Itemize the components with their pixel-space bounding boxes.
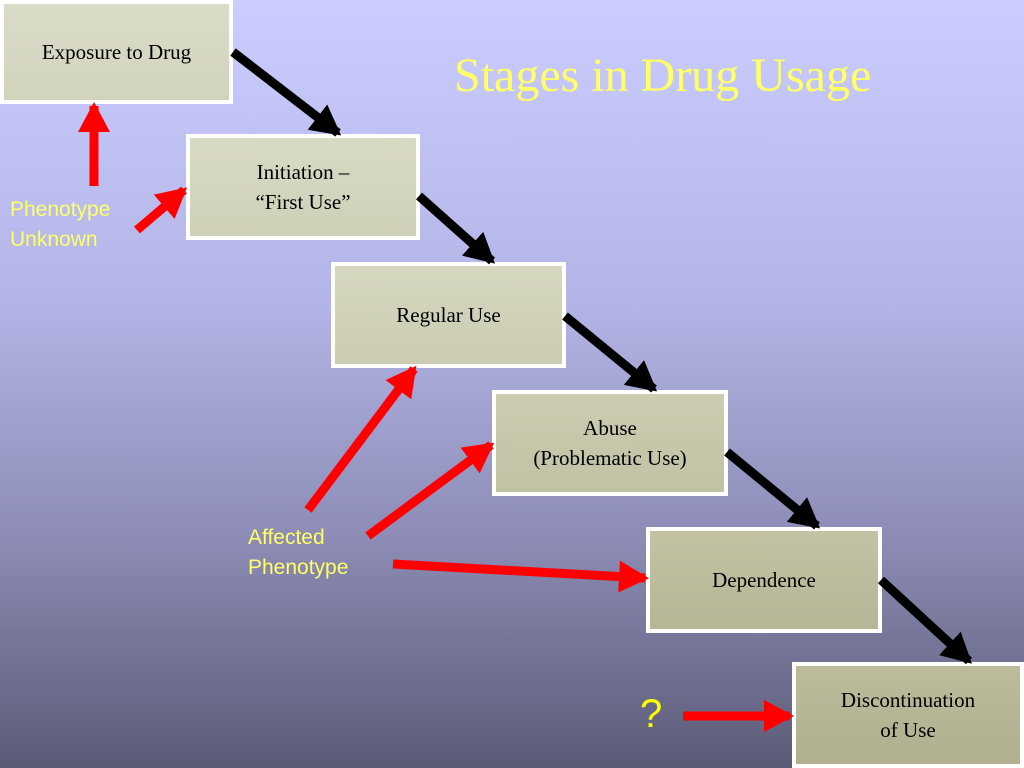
stage-label-line: Regular Use bbox=[396, 303, 501, 327]
stage-dependence: Dependence bbox=[646, 527, 882, 633]
stage-label-line: Dependence bbox=[712, 568, 816, 592]
stage-arrow bbox=[416, 192, 495, 265]
stage-exposure-to-drug: Exposure to Drug bbox=[0, 0, 233, 104]
stage-abuse: Abuse (Problematic Use) bbox=[492, 390, 728, 496]
stage-label-line: Initiation – bbox=[256, 160, 350, 184]
label-line: Phenotype bbox=[248, 556, 349, 579]
label-line: Affected bbox=[248, 526, 325, 549]
phenotype-arrow bbox=[304, 365, 418, 513]
phenotype-arrow bbox=[365, 441, 495, 540]
affected-phenotype-label: Affected Phenotype bbox=[248, 523, 348, 583]
stage-label-line: Abuse bbox=[583, 416, 637, 440]
phenotype-arrow bbox=[134, 186, 188, 234]
stage-label-line: (Problematic Use) bbox=[533, 446, 687, 470]
phenotype-arrow bbox=[392, 559, 649, 593]
label-line: Phenotype bbox=[10, 198, 111, 221]
stage-arrow bbox=[724, 448, 821, 530]
stage-label-line: of Use bbox=[880, 718, 936, 742]
stage-arrow bbox=[230, 48, 342, 137]
slide-title: Stages in Drug Usage bbox=[454, 49, 872, 102]
stage-initiation: Initiation – “First Use” bbox=[186, 134, 420, 240]
stage-label-line: “First Use” bbox=[255, 190, 351, 214]
stage-label-line: Exposure to Drug bbox=[41, 40, 192, 64]
label-line: Unknown bbox=[10, 228, 98, 251]
unknown-question-mark: ? bbox=[640, 692, 663, 736]
stage-discontinuation: Discontinuation of Use bbox=[792, 662, 1024, 768]
phenotype-unknown-label: Phenotype Unknown bbox=[10, 195, 110, 255]
stage-arrow bbox=[562, 312, 658, 393]
stage-label-line: Discontinuation bbox=[840, 688, 976, 712]
stage-arrow bbox=[877, 576, 973, 665]
stage-regular-use: Regular Use bbox=[331, 262, 566, 368]
